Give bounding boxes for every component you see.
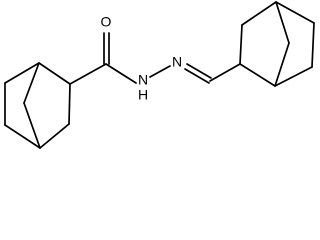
- carbonyl-group: [69, 32, 137, 85]
- bond: [274, 66, 313, 87]
- bond: [69, 63, 107, 85]
- hydrazone-linkage: [149, 63, 241, 84]
- bond-bridge: [274, 42, 290, 87]
- right-norbornane-ring: [239, 1, 315, 87]
- bond: [4, 62, 40, 84]
- left-norbornane-ring: [4, 62, 71, 149]
- bond: [239, 63, 276, 87]
- bond: [68, 83, 71, 125]
- bond: [38, 62, 71, 85]
- imine-nitrogen-label: N: [172, 54, 182, 70]
- bond: [239, 24, 243, 65]
- bond: [275, 1, 315, 24]
- bond: [311, 22, 315, 68]
- bond: [149, 65, 171, 78]
- bond: [241, 1, 277, 26]
- amide-nitrogen-label: N: [138, 72, 148, 88]
- imine-double-bond: [186, 63, 212, 79]
- bond-bridge: [275, 1, 290, 44]
- chemical-structure-diagram: O N H N: [4, 1, 315, 149]
- bond-bridge: [23, 102, 41, 149]
- amide-hydrogen-label: H: [138, 87, 148, 103]
- imine-double-bond: [184, 68, 210, 84]
- bond-bridge: [23, 62, 40, 104]
- atom-labels: O N H N: [101, 14, 183, 103]
- bond: [4, 124, 41, 149]
- carbonyl-oxygen-label: O: [101, 14, 112, 30]
- bond: [105, 63, 137, 84]
- bond: [39, 123, 70, 149]
- bond: [209, 63, 241, 82]
